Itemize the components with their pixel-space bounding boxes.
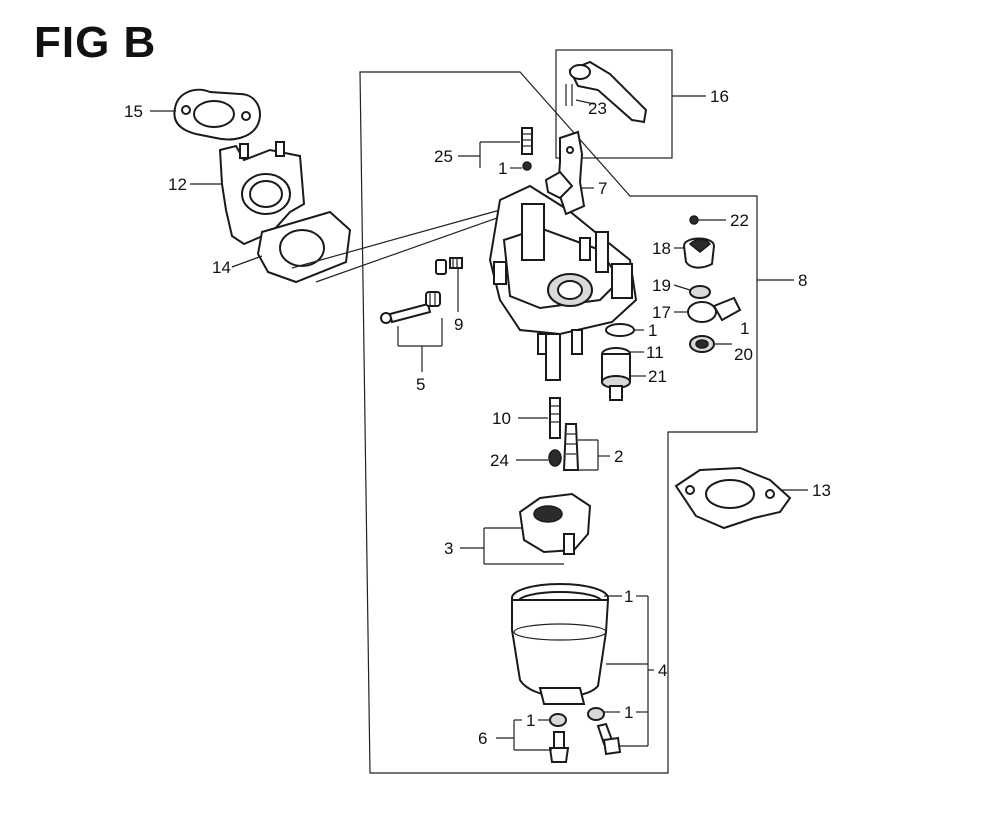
callout-14: 14 bbox=[212, 258, 231, 277]
washer-24 bbox=[548, 449, 562, 467]
callout-18: 18 bbox=[652, 239, 671, 258]
callout-21: 21 bbox=[648, 367, 667, 386]
main-jet-holder-21 bbox=[601, 347, 631, 401]
throttle-stop-screw-5 bbox=[380, 291, 441, 324]
callout-17: 17 bbox=[652, 303, 671, 322]
callout-24: 24 bbox=[490, 451, 509, 470]
bowl-bolt bbox=[596, 722, 622, 756]
plug-20 bbox=[689, 335, 715, 353]
callout-8: 8 bbox=[798, 271, 807, 290]
assembly-outline bbox=[359, 71, 758, 774]
float-3 bbox=[518, 492, 592, 555]
callout-6: 6 bbox=[478, 729, 487, 748]
callout-19: 19 bbox=[652, 276, 671, 295]
washer-19 bbox=[689, 285, 711, 299]
cap-22 bbox=[689, 215, 699, 225]
drain-bolt-6 bbox=[548, 731, 570, 763]
jet-2 bbox=[562, 423, 580, 471]
main-nozzle-10 bbox=[549, 397, 561, 439]
callout-11: 11 bbox=[646, 343, 664, 362]
float-bowl-4 bbox=[511, 583, 610, 705]
callout-20: 20 bbox=[734, 345, 753, 364]
carburetor-body bbox=[488, 184, 638, 381]
callout-23: 23 bbox=[588, 99, 607, 118]
washer-bowl-left bbox=[549, 713, 567, 727]
callout-2: 2 bbox=[614, 447, 623, 466]
throttle-bracket-7 bbox=[544, 130, 586, 216]
callout-10: 10 bbox=[492, 409, 511, 428]
callout-4: 4 bbox=[658, 661, 667, 680]
pilot-screw-9 bbox=[435, 257, 463, 275]
callout-9: 9 bbox=[454, 315, 463, 334]
choke-lever-box bbox=[555, 49, 673, 159]
insulator-gasket-15 bbox=[173, 88, 261, 141]
callout-5: 5 bbox=[416, 375, 425, 394]
figure-title: FIG B bbox=[34, 18, 157, 67]
lever-17 bbox=[687, 296, 742, 323]
choke-lever-16 bbox=[565, 60, 648, 124]
callout-15: 15 bbox=[124, 102, 143, 121]
callout-1-lever: 1 bbox=[740, 319, 749, 338]
washer-bowl-right bbox=[587, 707, 605, 721]
callout-1-screw: 1 bbox=[498, 159, 507, 178]
insulator-12 bbox=[218, 141, 306, 246]
callout-16: 16 bbox=[710, 87, 729, 106]
callout-1-drain-washer: 1 bbox=[526, 711, 535, 730]
cover-18 bbox=[682, 237, 716, 269]
air-cleaner-gasket-13 bbox=[674, 466, 792, 530]
callout-25: 25 bbox=[434, 147, 453, 166]
callout-1-oring: 1 bbox=[648, 321, 657, 340]
callout-13: 13 bbox=[812, 481, 831, 500]
callout-22: 22 bbox=[730, 211, 749, 230]
carburetor-gasket-14 bbox=[256, 210, 352, 284]
callout-7: 7 bbox=[598, 179, 607, 198]
callout-1-bowl-top: 1 bbox=[624, 587, 633, 606]
o-ring-1 bbox=[605, 323, 635, 337]
callout-3: 3 bbox=[444, 539, 453, 558]
callout-12: 12 bbox=[168, 175, 187, 194]
callout-1-bowl-washer: 1 bbox=[624, 703, 633, 722]
leader-lines bbox=[150, 95, 808, 751]
screw-25 bbox=[521, 127, 533, 171]
